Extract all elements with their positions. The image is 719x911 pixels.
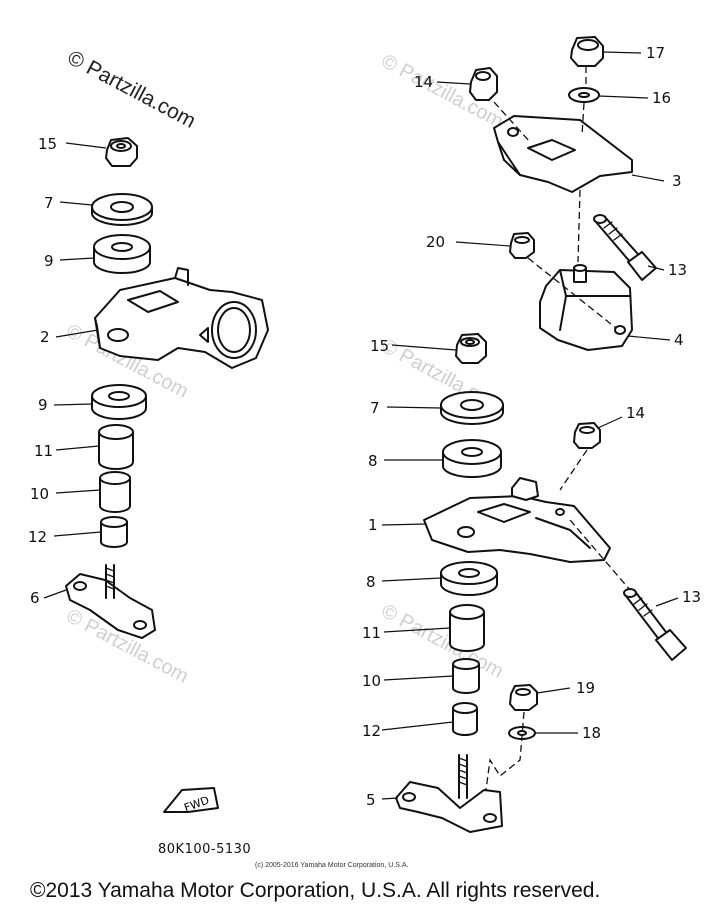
part-collar-10-right [452, 658, 480, 694]
watermark-primary: © Partzilla.com [64, 46, 200, 133]
callout-number: 6 [30, 589, 40, 607]
part-bolt-13-lower [623, 588, 687, 661]
callout-number: 11 [362, 624, 381, 642]
part-nut-14-upper [469, 67, 498, 101]
diagram-part-code: 80K100-5130 [158, 842, 252, 857]
part-rubber-mount-4 [539, 264, 633, 351]
part-collar-12-left [100, 516, 128, 548]
callout-number: 15 [370, 337, 389, 355]
callout-number: 2 [40, 328, 50, 346]
part-damper-9-left-bottom [91, 384, 147, 420]
callout-number: 14 [414, 73, 433, 91]
part-washer-16 [568, 87, 600, 103]
part-nut-20 [509, 232, 535, 259]
callout-number: 14 [626, 404, 645, 422]
callout-number: 18 [582, 724, 601, 742]
callout-number: 3 [672, 172, 682, 190]
callout-number: 15 [38, 135, 57, 153]
part-nut-17 [570, 36, 604, 67]
callout-number: 10 [30, 485, 49, 503]
part-nut-14-lower [573, 422, 601, 449]
callout-number: 16 [652, 89, 671, 107]
callout-number: 11 [34, 442, 53, 460]
callout-number: 4 [674, 331, 684, 349]
part-nut-15-left [105, 137, 138, 167]
part-washer-7-left [91, 193, 153, 226]
callout-number: 5 [366, 791, 376, 809]
callout-labels-right: 17 14 16 3 20 13 4 15 7 14 8 1 8 13 11 1… [362, 44, 701, 809]
part-damper-8-upper [442, 439, 502, 478]
callout-number: 8 [368, 452, 378, 470]
assembly-lines [485, 66, 631, 791]
part-collar-11-left [98, 424, 134, 470]
part-collar-11-right [449, 604, 485, 652]
part-bracket-1 [423, 477, 611, 563]
callout-number: 8 [366, 573, 376, 591]
callout-number: 7 [370, 399, 380, 417]
watermark-text: © Partzilla.com [378, 600, 507, 683]
part-collar-10-left [99, 471, 131, 513]
callout-number: 19 [576, 679, 595, 697]
small-copyright-text: (c) 2005-2016 Yamaha Motor Corporation, … [255, 862, 409, 869]
part-nut-15-right [455, 333, 487, 364]
part-damper-8-lower [440, 561, 498, 596]
part-bolt-13-upper [593, 214, 657, 281]
callout-number: 7 [44, 194, 54, 212]
callout-number: 20 [426, 233, 445, 251]
main-copyright-text: ©2013 Yamaha Motor Corporation, U.S.A. A… [30, 879, 601, 902]
callout-number: 1 [368, 516, 378, 534]
callout-number: 17 [646, 44, 665, 62]
callout-labels-left: 15 7 9 2 9 11 10 12 6 [28, 135, 57, 607]
callout-number: 9 [44, 252, 54, 270]
callout-number: 12 [362, 722, 381, 740]
part-bracket-2 [94, 267, 269, 369]
callout-number: 12 [28, 528, 47, 546]
part-mount-plate-5 [395, 754, 503, 833]
leader-lines [43, 51, 679, 800]
part-bracket-3 [493, 115, 633, 193]
part-nut-19 [509, 684, 538, 711]
part-damper-9-left-top [93, 234, 151, 274]
callout-number: 9 [38, 396, 48, 414]
fwd-arrow-icon: FWD [163, 787, 219, 815]
callout-number: 13 [682, 588, 701, 606]
part-mount-plate-6 [65, 564, 156, 639]
callout-number: 10 [362, 672, 381, 690]
part-collar-12-right [452, 702, 478, 736]
callout-number: 13 [668, 261, 687, 279]
part-washer-7-right [440, 391, 504, 425]
